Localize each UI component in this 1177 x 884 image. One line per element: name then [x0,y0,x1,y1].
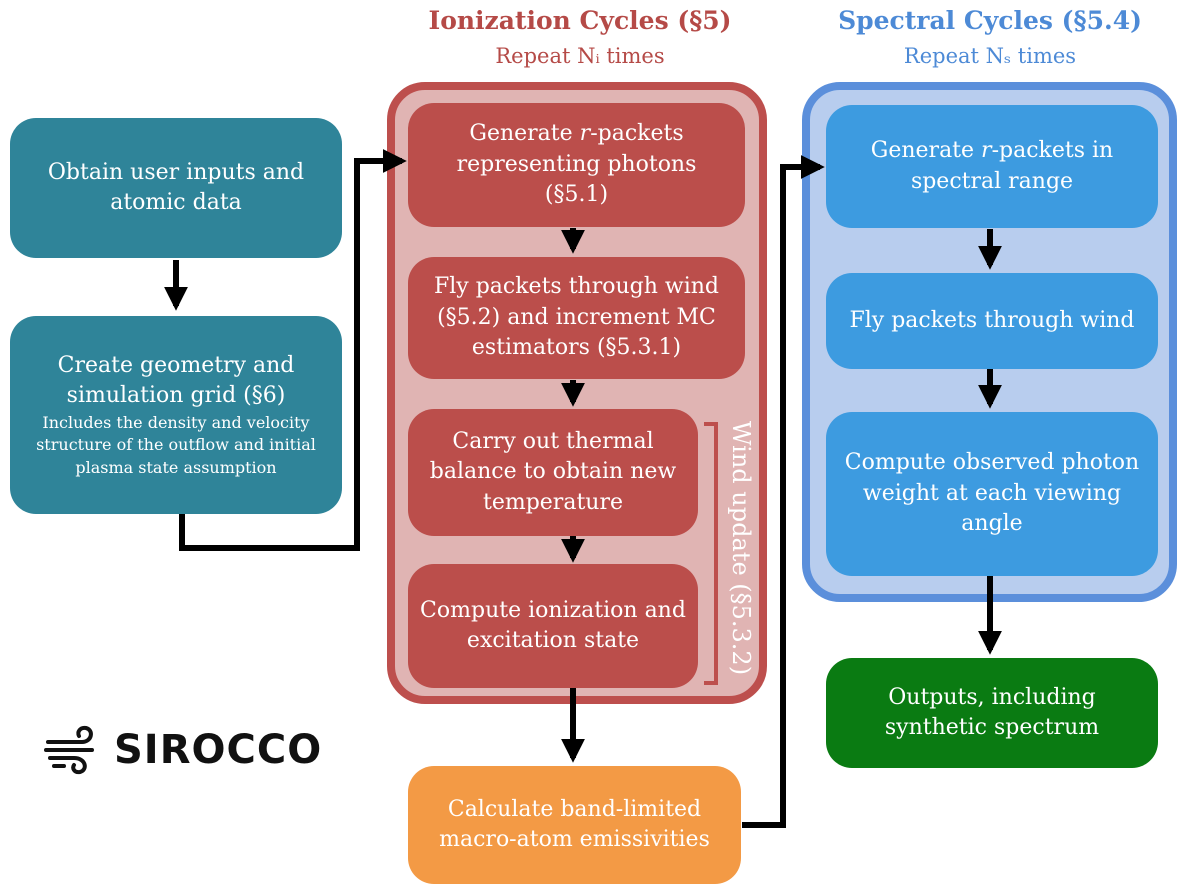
spectral-generate-text: Generate r-packets in spectral range [870,138,1114,194]
spectral-cycles-subtitle: Repeat Nₛ times [903,44,1077,68]
ionization-fly-text: Fly packets through wind (§5.2) and incr… [433,274,720,361]
spectral-fly-text: Fly packets through wind [849,307,1135,333]
macro-atom-box: Calculate band-limited macro-atom emissi… [408,766,741,884]
thermal-balance-box: Carry out thermal balance to obtain new … [408,409,698,536]
spectral-fly-box: Fly packets through wind [826,273,1158,369]
spectral-cycles-title: Spectral Cycles (§5.4) [838,6,1142,35]
arrow-geometry-to-ionization [179,149,407,551]
geometry-box: Create geometry and simulation grid (§6)… [10,316,342,514]
ionization-fly-box: Fly packets through wind (§5.2) and incr… [408,257,745,379]
macro-atom-text: Calculate band-limited macro-atom emissi… [439,796,710,852]
photon-weight-box: Compute observed photon weight at each v… [826,412,1158,576]
ionization-generate-text: Generate r-packets representing photons … [456,121,697,208]
outputs-box: Outputs, including synthetic spectrum [826,658,1158,768]
ionization-state-box: Compute ionization and excitation state [408,564,698,688]
user-inputs-box: Obtain user inputs and atomic data [10,118,342,258]
outputs-text: Outputs, including synthetic spectrum [884,684,1100,740]
logo-text: SIROCCO [114,727,323,773]
geometry-title: Create geometry and simulation grid (§6) [57,353,295,409]
ionization-cycles-title: Ionization Cycles (§5) [428,6,732,35]
user-inputs-text: Obtain user inputs and atomic data [47,159,305,215]
photon-weight-text: Compute observed photon weight at each v… [844,450,1140,537]
spectral-generate-box: Generate r-packets in spectral range [826,105,1158,228]
thermal-balance-text: Carry out thermal balance to obtain new … [429,428,677,515]
arrow-macro-to-spectral [742,155,825,828]
ionization-state-text: Compute ionization and excitation state [420,597,686,653]
ionization-generate-box: Generate r-packets representing photons … [408,103,745,227]
ionization-cycles-subtitle: Repeat Nᵢ times [495,44,665,68]
wind-icon [44,725,94,775]
wind-update-bracket [704,422,718,685]
geometry-detail: Includes the density and velocity struct… [36,412,316,477]
sirocco-logo: SIROCCO [44,724,322,776]
